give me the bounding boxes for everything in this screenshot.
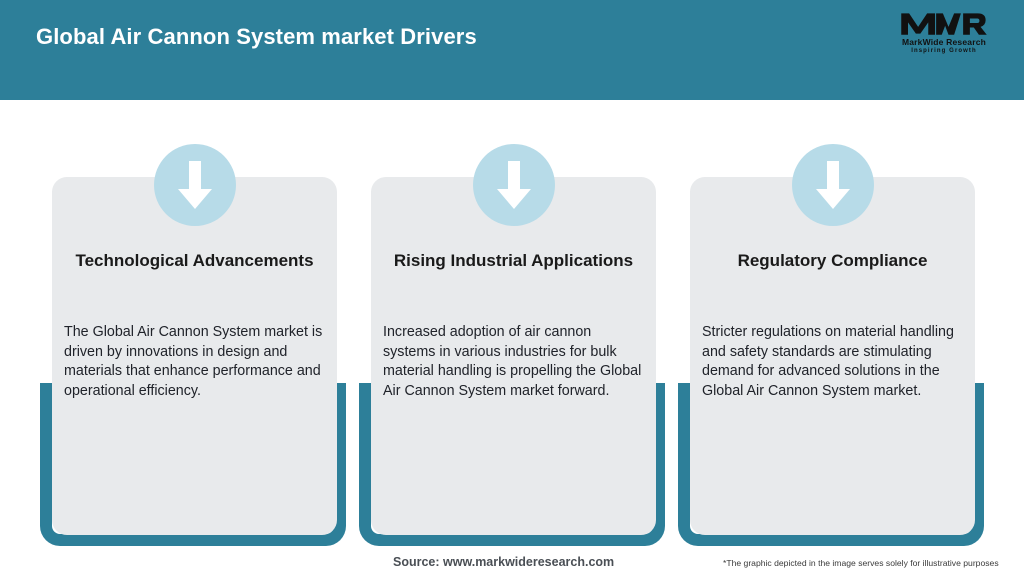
page-title: Global Air Cannon System market Drivers <box>36 24 477 49</box>
down-arrow-glyph <box>177 161 212 209</box>
down-arrow-icon <box>791 144 874 226</box>
card-accent-bracket <box>678 383 984 546</box>
down-arrow-glyph <box>496 161 531 209</box>
mwr-logo-icon <box>901 13 987 35</box>
card-surface[interactable]: Rising Industrial Applications Increased… <box>371 144 656 535</box>
down-arrow-glyph <box>815 161 850 209</box>
card-accent-bracket <box>40 383 346 546</box>
disclaimer-note: *The graphic depicted in the image serve… <box>723 558 999 568</box>
logo-tagline: Inspiring Growth <box>911 48 977 55</box>
driver-card-1: Technological Advancements The Global Ai… <box>40 0 360 576</box>
source-label: Source: www.markwideresearch.com <box>393 555 615 569</box>
logo-company-name: MarkWide Research <box>901 37 987 47</box>
header-band: Global Air Cannon System market Drivers … <box>0 0 1024 100</box>
card-title: Rising Industrial Applications <box>393 251 634 270</box>
card-surface[interactable]: Technological Advancements The Global Ai… <box>52 144 337 535</box>
card-accent-bracket <box>359 383 665 546</box>
down-arrow-icon <box>472 144 555 226</box>
brand-logo: MarkWide Research Inspiring Growth <box>886 10 1002 62</box>
card-description: Stricter regulations on material handlin… <box>702 324 954 399</box>
card-title: Regulatory Compliance <box>737 251 928 270</box>
driver-card-3: Regulatory Compliance Stricter regulatio… <box>678 0 998 576</box>
card-title: Technological Advancements <box>75 251 314 270</box>
card-surface[interactable]: Regulatory Compliance Stricter regulatio… <box>690 144 975 535</box>
driver-card-2: Rising Industrial Applications Increased… <box>359 0 679 576</box>
card-description: The Global Air Cannon System market is d… <box>64 324 323 399</box>
down-arrow-icon <box>153 144 236 226</box>
card-description: Increased adoption of air cannon systems… <box>383 324 642 399</box>
